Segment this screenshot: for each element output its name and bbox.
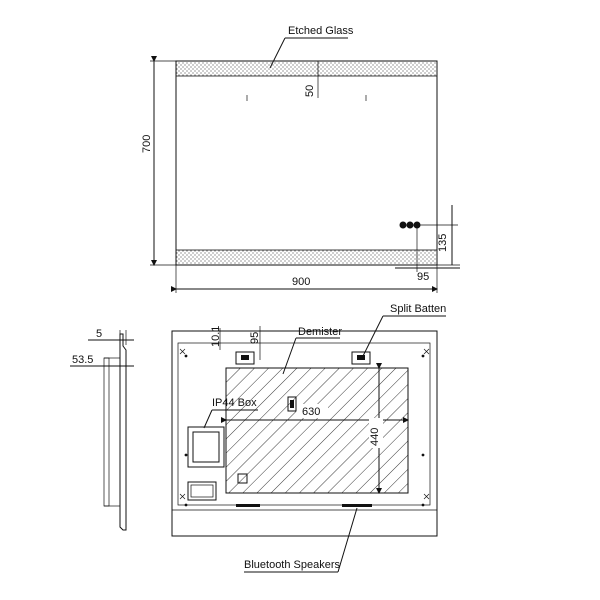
side-profile: [119, 333, 127, 531]
rear-inner-frame: [177, 342, 431, 506]
rear-view: 630 440 IP44 Box Bluetooth Speakers Demi…: [171, 303, 446, 573]
side-view: 5 53.5: [70, 328, 134, 531]
touch-button-1: [399, 221, 407, 229]
dim-top-band: 50: [304, 85, 316, 97]
dim-button-offset: 95: [417, 271, 429, 283]
ip44-label: IP44 Box: [212, 397, 257, 409]
dim-button-height: 135: [437, 234, 449, 252]
ip44-box: [187, 426, 225, 468]
dim-height: 700: [141, 135, 153, 153]
dim-53-5: 53.5: [72, 354, 93, 366]
dim-95-rear: 95: [249, 332, 261, 344]
demister-label: Demister: [298, 326, 342, 338]
corner-brackets: [179, 348, 430, 507]
bluetooth-speaker-left: [236, 504, 260, 507]
split-batten-left: [235, 351, 255, 365]
bluetooth-label: Bluetooth Speakers: [244, 559, 341, 571]
etched-glass-label: Etched Glass: [288, 25, 354, 37]
etched-glass-leader: [269, 37, 286, 69]
split-batten-right: [351, 351, 371, 365]
split-batten-label: Split Batten: [390, 303, 446, 315]
front-view: Etched Glass 50 700 900 135 95: [141, 25, 460, 293]
etched-glass-bottom: [175, 249, 438, 266]
dim-5: 5: [96, 328, 102, 340]
dim-440: 440: [369, 428, 381, 446]
dim-630: 630: [302, 406, 320, 418]
dim-10-1: 10.1: [210, 326, 222, 347]
touch-button-3: [413, 221, 421, 229]
etched-glass-top: [175, 60, 438, 77]
touch-button-2: [406, 221, 414, 229]
dim-width: 900: [292, 276, 310, 288]
bluetooth-speaker-right: [342, 504, 372, 507]
rear-outline: [171, 330, 438, 537]
